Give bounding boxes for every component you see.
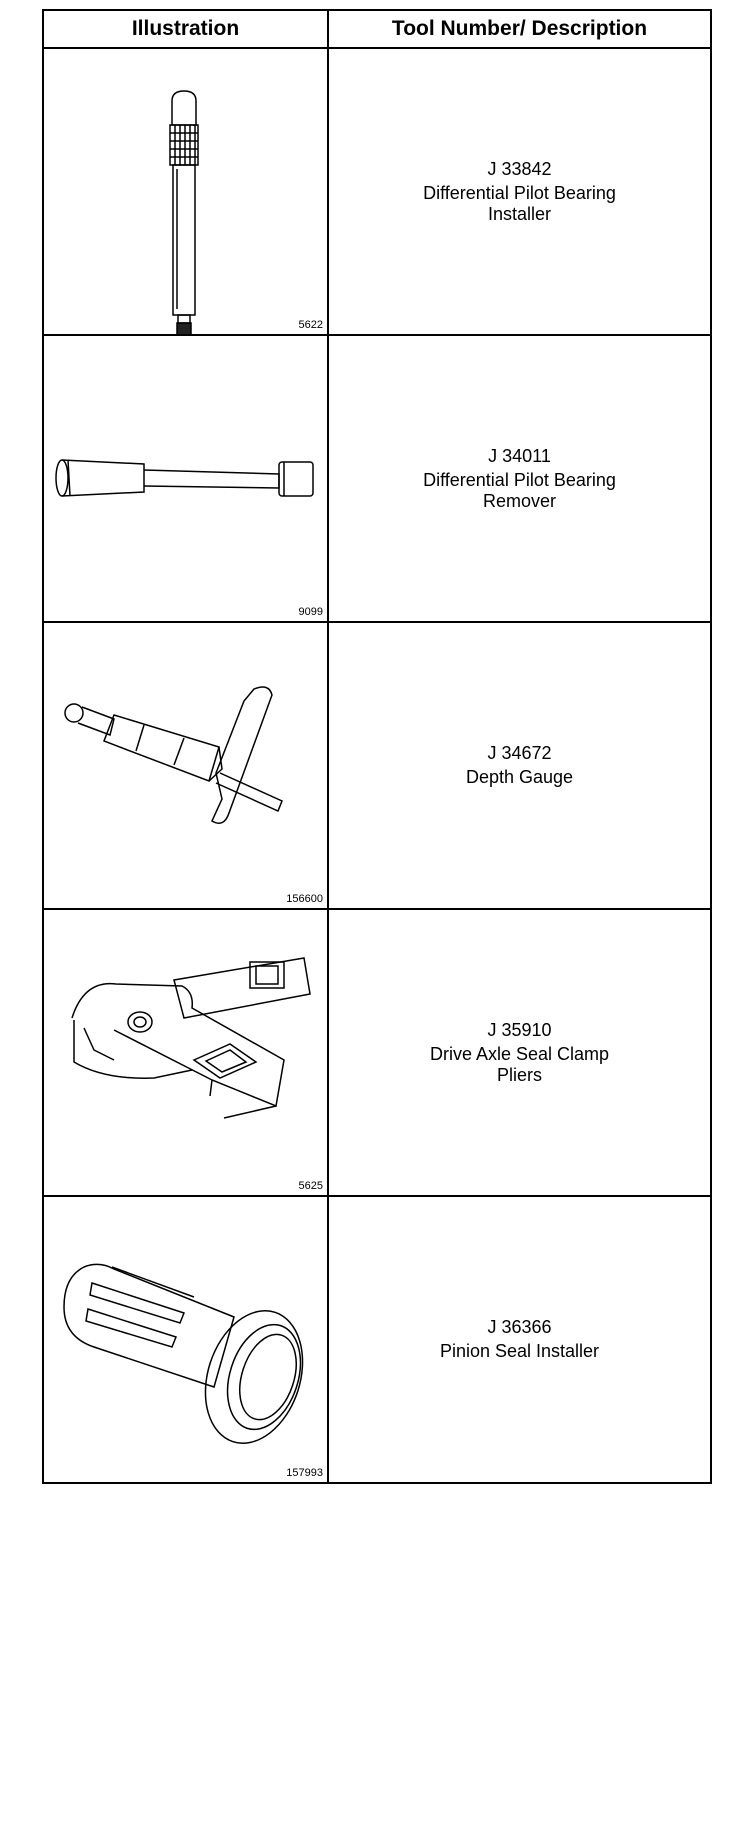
pilot-bearing-installer-icon: [44, 49, 327, 334]
description-cell: J 35910 Drive Axle Seal Clamp Pliers: [329, 910, 710, 1195]
illustration-cell: 9099: [44, 336, 329, 621]
table-row: 9099 J 34011 Differential Pilot Bearing …: [44, 336, 710, 623]
illustration-cell: 156600: [44, 623, 329, 908]
tool-description: Differential Pilot Bearing Remover: [423, 469, 616, 511]
tool-description: Differential Pilot Bearing Installer: [423, 182, 616, 224]
table-row: 156600 J 34672 Depth Gauge: [44, 623, 710, 910]
tool-table: Illustration Tool Number/ Description 56…: [42, 9, 712, 1484]
figure-number: 5625: [298, 1180, 323, 1192]
description-cell: J 33842 Differential Pilot Bearing Insta…: [329, 49, 710, 334]
seal-clamp-pliers-icon: [44, 910, 327, 1195]
table-row: 5622 J 33842 Differential Pilot Bearing …: [44, 49, 710, 336]
figure-number: 156600: [286, 893, 323, 905]
tool-number: J 36366: [487, 1317, 552, 1337]
header-illustration: Illustration: [44, 11, 329, 47]
figure-number: 5622: [298, 319, 323, 331]
description-cell: J 34672 Depth Gauge: [329, 623, 710, 908]
illustration-cell: 157993: [44, 1197, 329, 1482]
figure-number: 157993: [286, 1467, 323, 1479]
tool-description: Depth Gauge: [465, 767, 574, 787]
figure-number: 9099: [298, 606, 323, 618]
table-row: 5625 J 35910 Drive Axle Seal Clamp Plier…: [44, 910, 710, 1197]
tool-number: J 34672: [487, 743, 552, 763]
pinion-seal-installer-icon: [44, 1197, 327, 1482]
illustration-cell: 5625: [44, 910, 329, 1195]
tool-number: J 35910: [487, 1019, 552, 1040]
tool-description: Drive Axle Seal Clamp Pliers: [429, 1043, 610, 1085]
depth-gauge-icon: [44, 623, 327, 908]
tool-number: J 33842: [487, 158, 552, 179]
table-header: Illustration Tool Number/ Description: [44, 11, 710, 49]
description-cell: J 34011 Differential Pilot Bearing Remov…: [329, 336, 710, 621]
header-tool-description: Tool Number/ Description: [391, 17, 648, 40]
table-row: 157993 J 36366 Pinion Seal Installer: [44, 1197, 710, 1482]
illustration-cell: 5622: [44, 49, 329, 334]
pilot-bearing-remover-icon: [44, 336, 327, 621]
tool-number: J 34011: [488, 445, 551, 466]
tool-description: Pinion Seal Installer: [439, 1341, 600, 1361]
description-cell: J 36366 Pinion Seal Installer: [329, 1197, 710, 1482]
